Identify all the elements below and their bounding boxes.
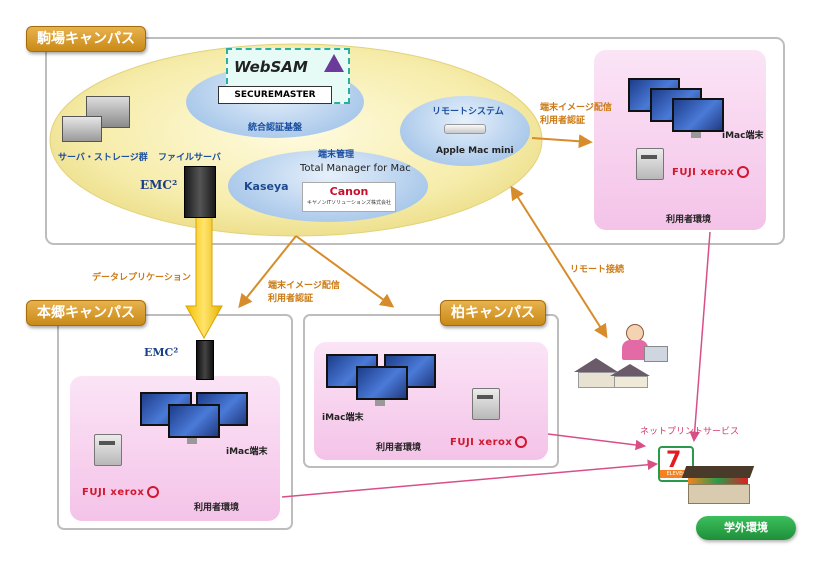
file-server-icon	[184, 166, 216, 218]
hongo-user-env-label: 利用者環境	[194, 503, 240, 513]
hongo-printer-icon	[94, 434, 122, 466]
storage-array-icon	[62, 116, 102, 142]
komaba-user-env-label: 利用者環境	[666, 215, 712, 225]
canon-logo: Canon	[329, 185, 369, 198]
remote-system-label: リモートシステム	[432, 107, 504, 117]
komaba-printer-icon	[636, 148, 664, 180]
arrow-kashiwa-netprint	[547, 433, 647, 451]
komaba-imac-label: iMac端末	[722, 131, 764, 141]
websam-logo: WebSAM	[234, 58, 308, 76]
total-manager-label: Total Manager for Mac	[300, 163, 411, 174]
home-remote-user-icon	[574, 324, 670, 388]
kashiwa-campus-title: 柏キャンパス	[440, 300, 546, 326]
mac-mini-icon	[444, 124, 486, 134]
arrow-to-hongo	[238, 235, 297, 309]
convenience-store-icon	[681, 466, 755, 504]
middle-arrow-label-1: 端末イメージ配信	[268, 281, 340, 291]
canon-logo-box: Canon キヤノンITソリューションズ株式会社	[302, 182, 396, 212]
arrow-komaba-to-user	[531, 134, 593, 149]
middle-arrow-label-2: 利用者認証	[268, 294, 314, 304]
arrow-hongo-netprint	[281, 459, 659, 498]
top-right-arrow-label-2: 利用者認証	[540, 116, 586, 126]
arrow-to-kashiwa	[295, 235, 395, 308]
kashiwa-fuji-xerox-logo: FUJI xerox	[450, 436, 528, 448]
netprint-label: ネットプリントサービス	[640, 427, 740, 437]
file-server-label: ファイルサーバ	[158, 153, 221, 163]
terminal-mgmt-label: 端末管理	[318, 150, 355, 160]
kashiwa-user-env-label: 利用者環境	[376, 443, 422, 453]
arrow-remote	[510, 185, 608, 339]
hongo-fuji-xerox-logo: FUJI xerox	[82, 486, 160, 498]
replication-label: データレプリケーション	[92, 273, 191, 283]
kashiwa-printer-icon	[472, 388, 500, 420]
hongo-campus-title: 本郷キャンパス	[26, 300, 146, 326]
canon-sub-label: キヤノンITソリューションズ株式会社	[307, 200, 391, 206]
top-right-arrow-label-1: 端末イメージ配信	[540, 103, 612, 113]
komaba-fuji-xerox-logo: FUJI xerox	[672, 166, 750, 178]
remote-connection-label: リモート接続	[570, 265, 625, 275]
apple-mac-mini-label: Apple Mac mini	[436, 146, 514, 156]
kashiwa-imac-label: iMac端末	[322, 413, 364, 423]
kaseya-logo: Kaseya	[244, 180, 289, 193]
replication-arrow	[185, 215, 223, 340]
auth-platform-label: 統合認証基盤	[248, 123, 303, 133]
outside-campus-badge: 学外環境	[696, 516, 796, 540]
hongo-emc-logo: EMC²	[144, 346, 179, 359]
hongo-storage-icon	[196, 340, 214, 380]
server-storage-label: サーバ・ストレージ群	[58, 153, 148, 163]
securemaster-label: SECUREMASTER	[218, 86, 332, 104]
arrow-komaba-netprint	[689, 231, 711, 443]
warning-triangle-icon	[324, 54, 344, 72]
komaba-campus-title: 駒場キャンパス	[26, 26, 146, 52]
emc-logo: EMC²	[140, 178, 178, 192]
hongo-imac-label: iMac端末	[226, 447, 268, 457]
